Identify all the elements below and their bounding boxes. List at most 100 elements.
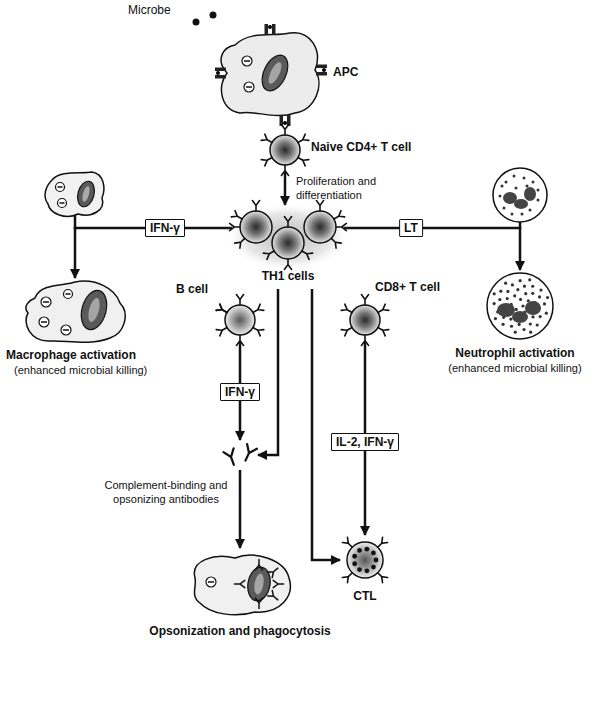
vesicle-part — [61, 325, 71, 335]
receptor — [336, 223, 346, 230]
vesicle — [41, 297, 51, 307]
resting-neutrophil-part — [493, 168, 547, 222]
receptor — [376, 324, 389, 335]
macrophage-membrane — [26, 281, 125, 342]
vesicle-part — [41, 321, 47, 323]
receptor — [281, 165, 288, 175]
granules-part — [499, 290, 502, 293]
arrow — [312, 289, 340, 560]
receptor — [261, 134, 274, 145]
receptor — [216, 304, 229, 315]
granules-part — [506, 290, 509, 293]
cell-outline — [222, 440, 258, 470]
granules-part — [513, 294, 516, 297]
receptor — [376, 304, 389, 315]
cell-outline — [185, 548, 295, 618]
mhc-molecule — [316, 65, 327, 76]
nucleus-part — [497, 303, 515, 317]
granules-part — [531, 315, 534, 318]
granules-part — [515, 308, 518, 311]
receptor — [268, 565, 281, 577]
antibodies: Complement-binding and opsonizing antibo… — [222, 440, 258, 470]
receptor — [236, 295, 243, 305]
vesicle-part — [63, 329, 69, 331]
neutrophil-membrane — [487, 273, 553, 339]
mhc-molecule-part — [265, 24, 269, 35]
apc-membrane — [221, 33, 319, 116]
resting-neutrophil-part-part — [529, 209, 532, 212]
cell-outline — [343, 298, 387, 342]
receptor — [251, 304, 264, 315]
cell-body — [350, 305, 380, 335]
receptor — [251, 324, 264, 335]
granules-part — [539, 315, 542, 318]
vesicle-part — [206, 577, 216, 587]
cell-outline — [340, 535, 390, 585]
cell-label: CD8+ T cell — [375, 280, 440, 294]
phagocyte: Opsonization and phagocytosis — [185, 548, 295, 618]
receptor — [332, 211, 345, 222]
cell-outline — [478, 270, 562, 342]
microbe-part — [253, 573, 265, 595]
cell-label: TH1 cells — [232, 269, 344, 283]
microbe-part — [77, 288, 111, 333]
resting-neutrophil-part-part — [523, 177, 526, 180]
naive-t-cell: Naive CD4+ T cell — [263, 128, 307, 172]
activated-macrophage: Macrophage activation(enhanced microbial… — [20, 278, 130, 344]
vesicle — [242, 56, 252, 66]
mhc-molecule — [215, 68, 226, 79]
cytotoxic-granules-part — [374, 558, 379, 563]
resting-neutrophil-part-part — [515, 187, 518, 190]
receptor — [216, 324, 229, 335]
receptor — [241, 444, 257, 463]
resting-neutrophil-part-part — [511, 213, 514, 216]
granules-part — [511, 283, 514, 286]
receptor — [342, 537, 354, 549]
cell-label: Neutrophil activation — [442, 346, 588, 360]
granules-part — [493, 292, 496, 295]
microbe-part — [245, 565, 273, 602]
microbe — [257, 51, 293, 95]
receptor — [252, 201, 259, 211]
cell-label: (enhanced microbial killing) — [442, 361, 588, 375]
cell-outline — [263, 128, 307, 172]
receptor — [296, 154, 309, 165]
vesicle-part — [41, 297, 51, 307]
receptor — [296, 134, 309, 145]
mhc-molecule — [265, 24, 276, 35]
microbe-particles-part — [210, 12, 217, 19]
resting-neutrophil-part-part — [532, 181, 535, 184]
vesicle-part — [244, 60, 250, 62]
resting-macrophage-part — [45, 172, 104, 216]
vesicle-part — [208, 581, 214, 583]
granules-part — [501, 323, 504, 326]
arrow — [284, 172, 287, 205]
resting-macrophage — [45, 172, 104, 216]
microbe-part — [266, 60, 284, 85]
microbe — [77, 288, 111, 333]
granules-part — [523, 285, 526, 288]
activated-neutrophil: Neutrophil activation(enhanced microbial… — [478, 270, 562, 342]
cell-label: Complement-binding and opsonizing antibo… — [100, 478, 232, 506]
granules-part — [519, 298, 522, 301]
receptor — [236, 335, 243, 345]
arrow-label: Proliferation and differentiation — [296, 174, 391, 202]
cytotoxic-granules-part — [365, 547, 370, 552]
microbe-part — [257, 51, 293, 95]
granules-part — [545, 312, 548, 315]
microbe-particles-part — [193, 19, 200, 26]
vesicle — [39, 317, 49, 327]
granules-part — [546, 296, 549, 299]
resting-neutrophil — [493, 168, 547, 222]
resting-neutrophil-part — [524, 187, 536, 201]
granules-part — [509, 317, 512, 320]
vesicle-part — [39, 317, 49, 327]
receptor — [223, 448, 238, 466]
granules-part — [528, 278, 531, 281]
receptor — [235, 236, 247, 248]
cytokine-label: IL-2, IFN-γ — [331, 433, 399, 451]
granules-part — [504, 282, 507, 285]
granules-part — [531, 285, 534, 288]
cytokine-label: IFN-γ — [220, 383, 260, 401]
